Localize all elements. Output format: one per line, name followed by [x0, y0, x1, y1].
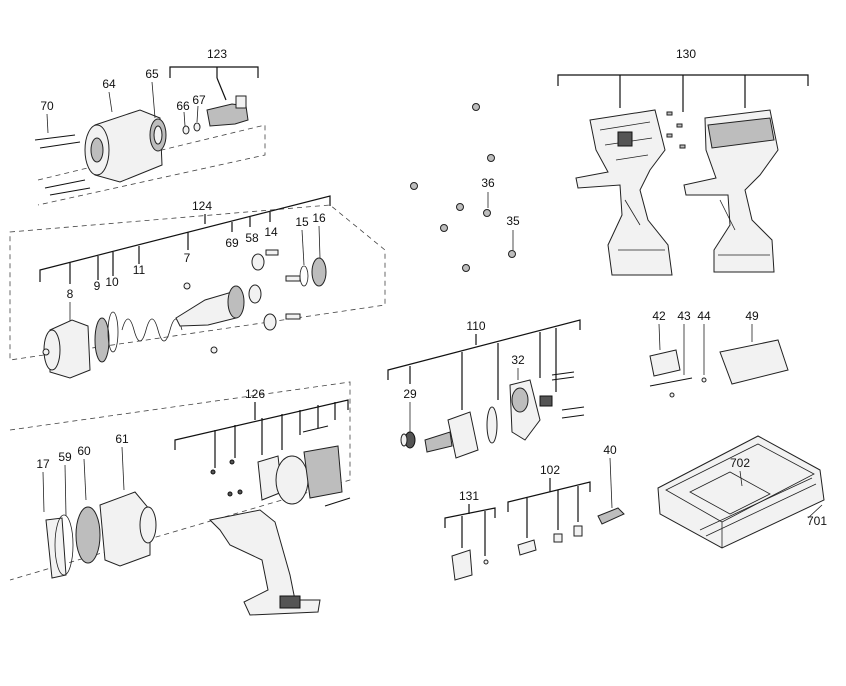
- label-17: 17: [36, 457, 50, 471]
- label-59: 59: [58, 450, 72, 464]
- group-124: 124 8 9 10 11 7 69 58 14 15 16: [39, 195, 331, 379]
- label-124: 124: [192, 199, 212, 213]
- label-36: 36: [481, 176, 495, 190]
- label-42: 42: [652, 309, 666, 323]
- group-126: 126: [174, 387, 351, 616]
- label-49: 49: [745, 309, 759, 323]
- rotor-part: [447, 411, 479, 459]
- hammer-part: [49, 319, 91, 379]
- housing-right-half: [683, 109, 779, 273]
- label-8: 8: [67, 287, 74, 301]
- label-15: 15: [295, 215, 309, 229]
- label-126: 126: [245, 387, 265, 401]
- gear-case-group: 17 59 60 61: [36, 432, 157, 579]
- carrying-case-group: 702 701: [657, 435, 827, 549]
- group-110: 110 29 32: [387, 319, 585, 459]
- label-110: 110: [466, 319, 485, 333]
- group-123: 123 66 67: [169, 47, 259, 135]
- group-131: 131: [444, 489, 496, 581]
- label-40: 40: [603, 443, 617, 457]
- label-701: 701: [807, 514, 827, 528]
- pcb-part: [303, 445, 343, 499]
- label-9: 9: [94, 279, 101, 293]
- label-61: 61: [115, 432, 129, 446]
- carrying-case: [657, 435, 825, 549]
- label-58: 58: [245, 231, 259, 245]
- label-32: 32: [511, 353, 525, 367]
- label-14: 14: [264, 225, 278, 239]
- label-60: 60: [77, 444, 91, 458]
- label-64: 64: [102, 77, 116, 91]
- group-102: 102: [507, 463, 591, 556]
- part-40: 40: [597, 443, 625, 525]
- manual-sheet: [719, 339, 789, 385]
- assembly-outlines: [9, 124, 386, 581]
- anvil-part: [206, 103, 249, 127]
- label-131: 131: [459, 489, 479, 503]
- gear-case: [99, 491, 151, 567]
- label-66: 66: [176, 99, 190, 113]
- label-69: 69: [225, 236, 239, 250]
- label-35: 35: [506, 214, 520, 228]
- label-130: 130: [676, 47, 696, 61]
- label-123: 123: [207, 47, 227, 61]
- label-70: 70: [40, 99, 54, 113]
- screws-group: 36 35: [410, 103, 520, 272]
- handle-module: [208, 509, 321, 616]
- label-702: 702: [730, 456, 750, 470]
- housing-left-half: [575, 109, 673, 276]
- spindle-part: [175, 291, 237, 327]
- label-102: 102: [540, 463, 560, 477]
- label-10: 10: [105, 275, 119, 289]
- label-7: 7: [184, 251, 191, 265]
- front-housing-group: 70 64 65: [34, 67, 167, 196]
- label-16: 16: [312, 211, 326, 225]
- label-65: 65: [145, 67, 159, 81]
- label-44: 44: [697, 309, 711, 323]
- label-43: 43: [677, 309, 691, 323]
- label-11: 11: [133, 263, 146, 277]
- label-67: 67: [192, 93, 206, 107]
- group-130: 130: [557, 47, 809, 276]
- label-29: 29: [403, 387, 417, 401]
- accessories-group: 42 43 44 49: [649, 309, 789, 398]
